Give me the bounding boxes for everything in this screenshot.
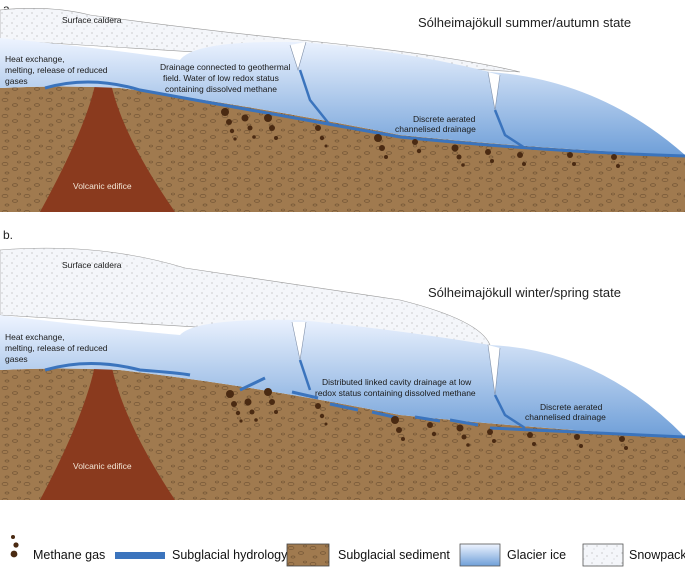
surface-caldera-label: Surface caldera bbox=[62, 260, 122, 270]
moulin-channel bbox=[493, 109, 526, 150]
aerated-drainage-label-1: Discrete aerated bbox=[413, 114, 476, 124]
panel-b: b. Surface caldera bbox=[0, 228, 685, 500]
subglacial-sediment bbox=[0, 368, 685, 500]
legend: Methane gas Subglacial hydrology Subglac… bbox=[10, 535, 685, 567]
volcanic-edifice-label: Volcanic edifice bbox=[73, 461, 132, 471]
aerated-drainage-label-2: channelised drainage bbox=[395, 124, 476, 134]
geothermal-drainage-label-3: containing dissolved methane bbox=[165, 84, 277, 94]
legend-methane-label: Methane gas bbox=[33, 548, 105, 562]
geothermal-drainage-label-2: field. Water of low redox status bbox=[163, 73, 279, 83]
heat-exchange-label-3: gases bbox=[5, 354, 28, 364]
subglacial-hydrology bbox=[44, 362, 191, 377]
heat-exchange-label-3: gases bbox=[5, 76, 28, 86]
linked-cavity-label-2: redox status containing dissolved methan… bbox=[315, 388, 476, 398]
geothermal-drainage-label-1: Drainage connected to geothermal bbox=[160, 62, 291, 72]
moulin-channel bbox=[493, 394, 526, 430]
volcanic-edifice-label: Volcanic edifice bbox=[73, 181, 132, 191]
aerated-drainage-label-1: Discrete aerated bbox=[540, 402, 603, 412]
panel-b-title: Sólheimajökull winter/spring state bbox=[428, 285, 621, 300]
methane-legend-icon bbox=[10, 535, 19, 558]
subglacial-sediment bbox=[0, 86, 685, 212]
linked-cavity-drainage bbox=[239, 376, 685, 439]
methane-gas bbox=[226, 388, 628, 450]
heat-exchange-label-1: Heat exchange, bbox=[5, 54, 65, 64]
glacier-ice bbox=[0, 38, 685, 155]
snowpack bbox=[0, 247, 491, 346]
legend-snowpack-label: Snowpack bbox=[629, 548, 685, 562]
legend-hydrology-label: Subglacial hydrology bbox=[172, 548, 288, 562]
heat-exchange-label-2: melting, release of reduced bbox=[5, 343, 108, 353]
heat-exchange-label-2: melting, release of reduced bbox=[5, 65, 108, 75]
glacier-ice bbox=[0, 315, 685, 437]
volcanic-edifice bbox=[40, 83, 175, 212]
snow-legend-swatch bbox=[582, 543, 624, 567]
moulin-channel bbox=[298, 69, 331, 126]
legend-ice-label: Glacier ice bbox=[507, 548, 566, 562]
heat-exchange-label-1: Heat exchange, bbox=[5, 332, 65, 342]
panel-a-title: Sólheimajökull summer/autumn state bbox=[418, 15, 631, 30]
sediment-legend-swatch bbox=[286, 543, 330, 567]
panel-b-label: b. bbox=[3, 228, 13, 242]
legend-sediment-label: Subglacial sediment bbox=[338, 548, 450, 562]
volcanic-edifice bbox=[40, 363, 175, 500]
methane-gas bbox=[221, 108, 620, 168]
aerated-drainage-label-2: channelised drainage bbox=[525, 412, 606, 422]
surface-caldera-label: Surface caldera bbox=[62, 15, 122, 25]
ice-legend-swatch bbox=[459, 543, 501, 567]
subglacial-hydrology bbox=[44, 80, 685, 158]
panel-a: a. Surface caldera Sólh bbox=[0, 2, 685, 212]
moulin-channel bbox=[298, 359, 312, 391]
hydrology-legend-swatch bbox=[115, 552, 165, 559]
linked-cavity-label-1: Distributed linked cavity drainage at lo… bbox=[322, 377, 472, 387]
crevasse bbox=[289, 41, 307, 72]
